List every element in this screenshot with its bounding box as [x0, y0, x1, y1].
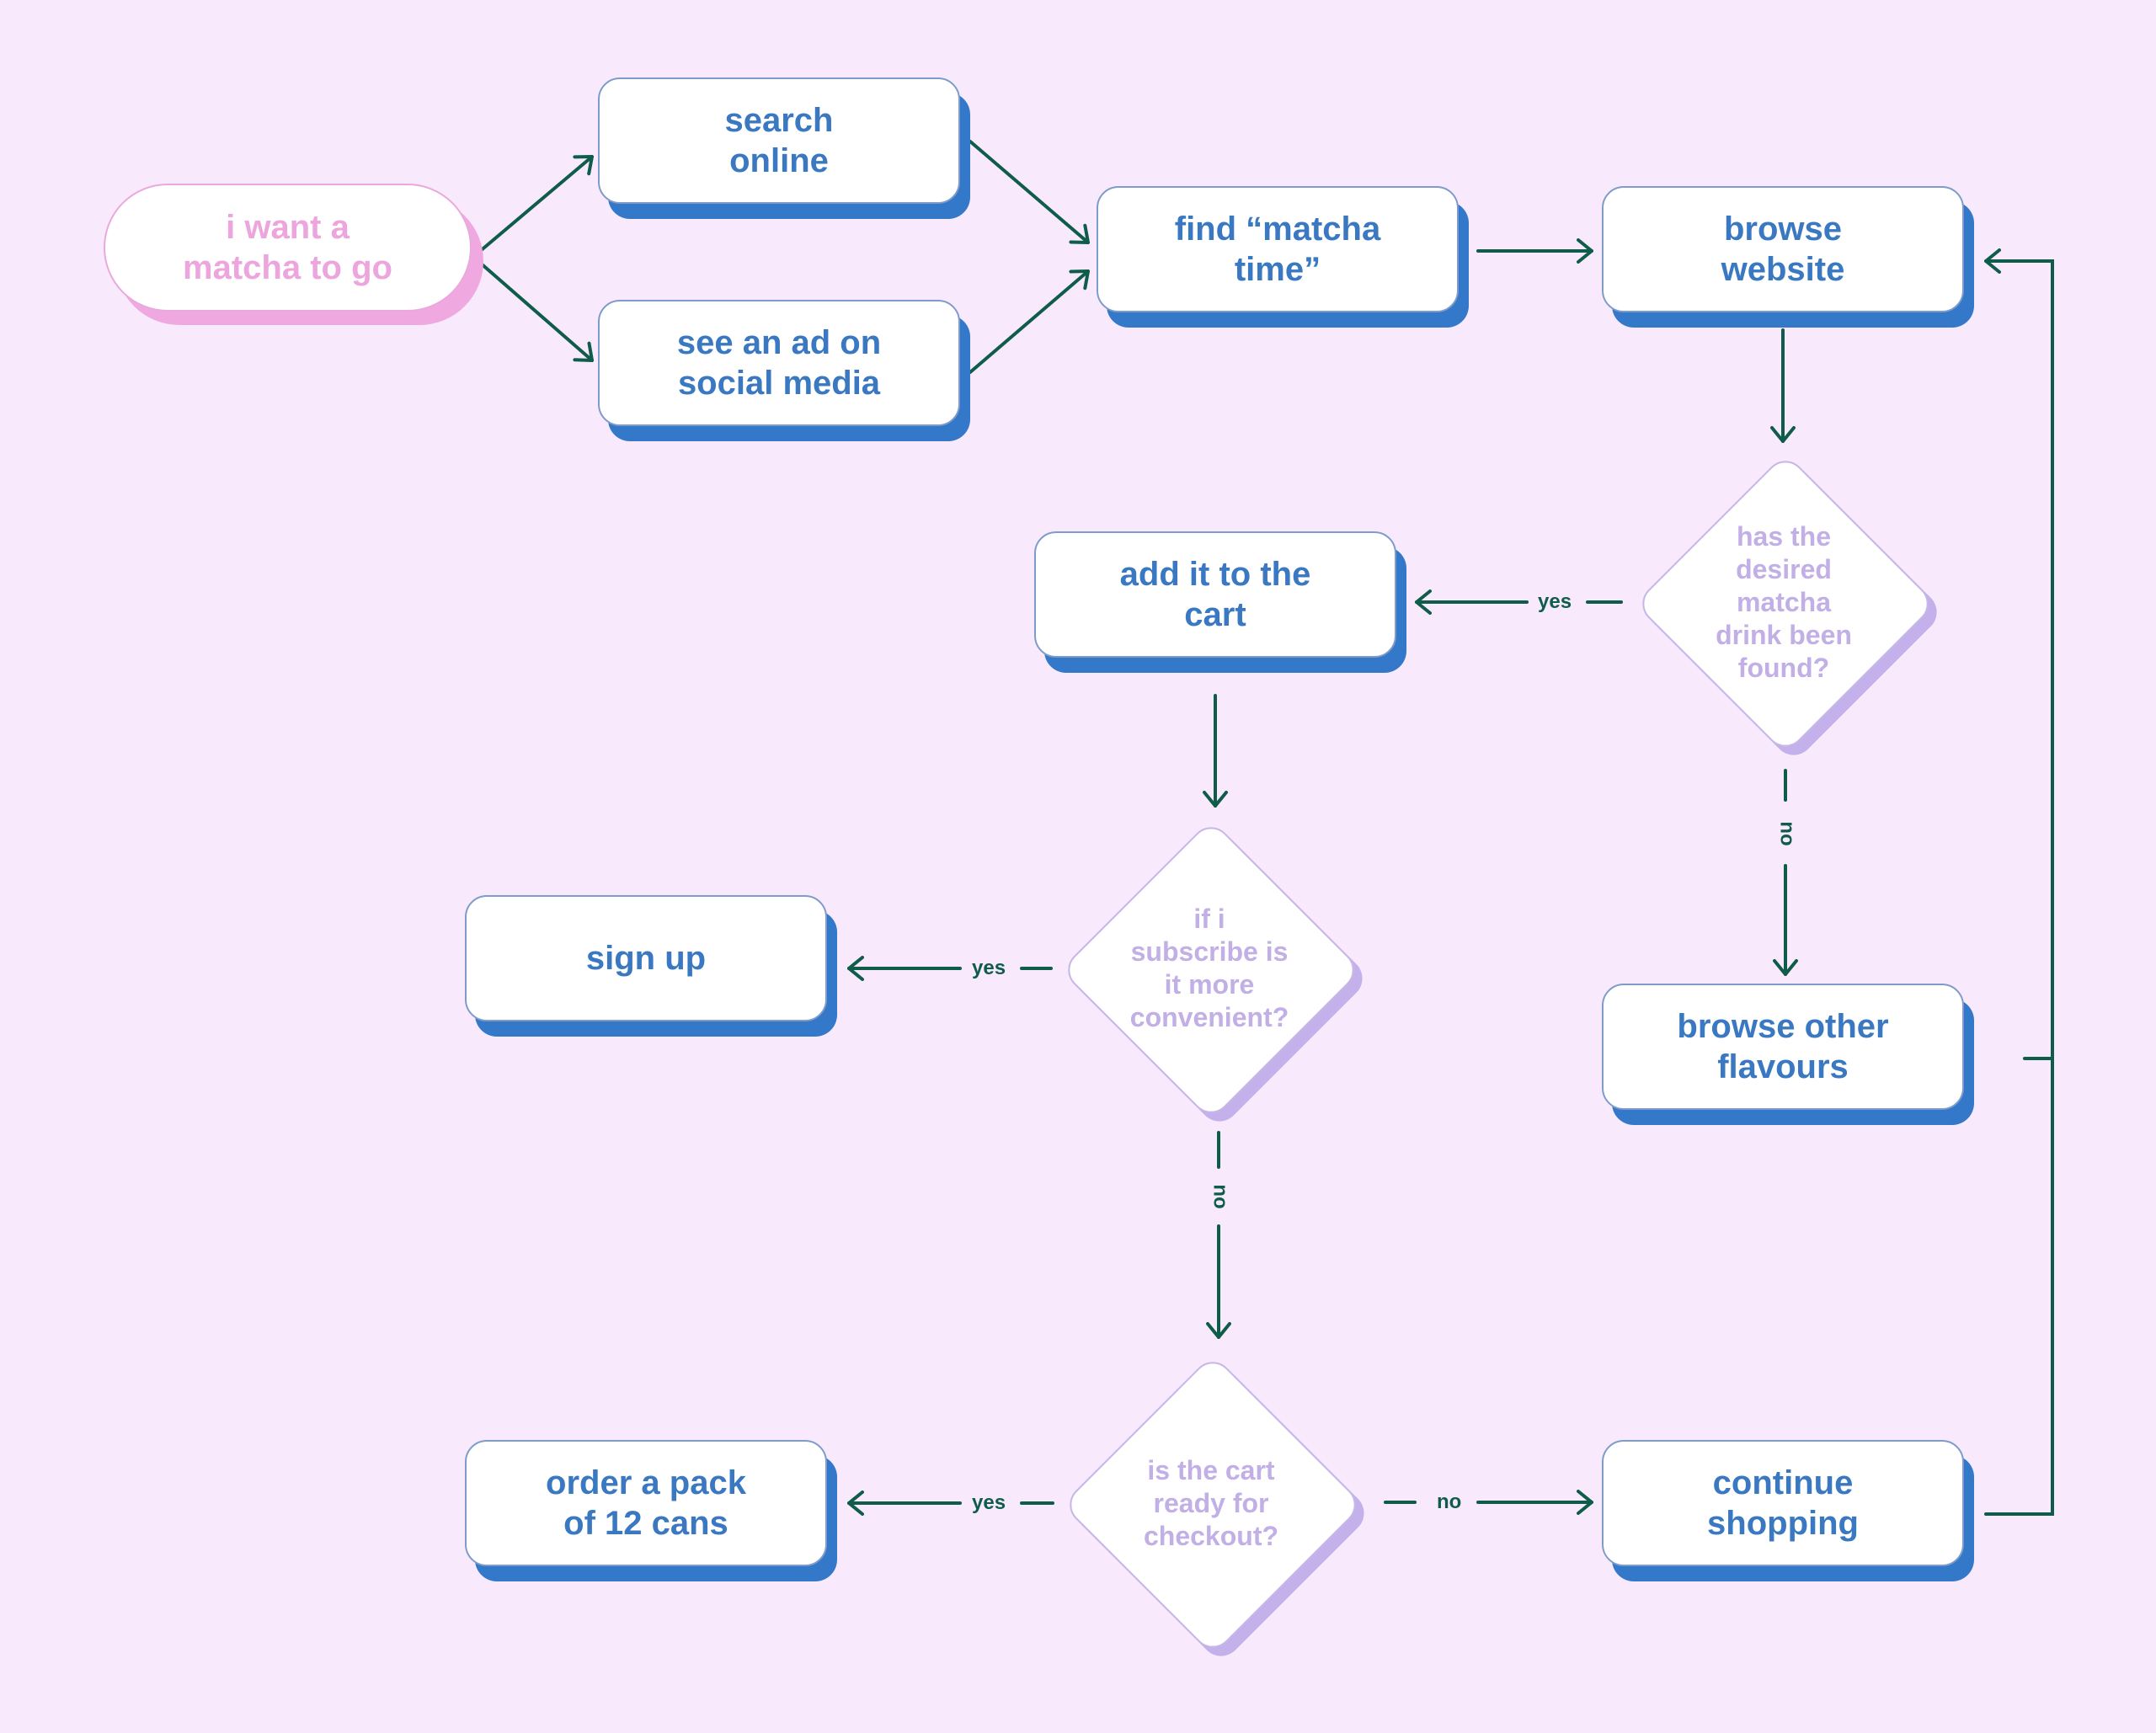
- search-online-node[interactable]: search online: [598, 77, 960, 204]
- see-ad-node[interactable]: see an ad on social media: [598, 300, 960, 426]
- sign-up-node[interactable]: sign up: [465, 895, 827, 1021]
- decision-subscribe-label: if i subscribe is it more convenient?: [1129, 904, 1289, 1032]
- edge-label-drink-found-no: no: [1776, 816, 1799, 851]
- browse-website-node[interactable]: browse website: [1602, 186, 1964, 312]
- start-node[interactable]: i want a matcha to go: [104, 184, 472, 312]
- continue-shopping-node[interactable]: continue shopping: [1602, 1440, 1964, 1566]
- browse-other-flavours-node[interactable]: browse other flavours: [1602, 984, 1964, 1110]
- decision-subscribe[interactable]: if i subscribe is it more convenient?: [1058, 817, 1363, 1122]
- edge-start-to-ad: [472, 255, 594, 362]
- start-node-label: i want a matcha to go: [183, 209, 392, 286]
- decision-cart-ready[interactable]: is the cart ready for checkout?: [1059, 1352, 1364, 1656]
- edge-label-cart-ready-no: no: [1432, 1492, 1467, 1512]
- see-ad-label: see an ad on social media: [676, 324, 882, 402]
- edge-label-drink-found-yes: yes: [1533, 592, 1577, 612]
- order-pack-node[interactable]: order a pack of 12 cans: [465, 1440, 827, 1566]
- edge-continue-loop-back: [1984, 248, 2054, 1516]
- add-to-cart-label: add it to the cart: [1119, 556, 1311, 633]
- decision-drink-found[interactable]: has the desired matcha drink been found?: [1632, 451, 1937, 755]
- add-to-cart-node[interactable]: add it to the cart: [1034, 531, 1396, 658]
- browse-website-label: browse website: [1721, 211, 1845, 288]
- decision-cart-ready-label: is the cart ready for checkout?: [1143, 1454, 1279, 1551]
- continue-shopping-label: continue shopping: [1707, 1464, 1859, 1542]
- find-matcha-time-label: find “matcha time”: [1174, 211, 1381, 288]
- edge-label-subscribe-no: no: [1209, 1179, 1232, 1214]
- edge-ad-to-find: [969, 269, 1090, 374]
- edge-start-to-search: [472, 155, 594, 259]
- decision-drink-found-label: has the desired matcha drink been found?: [1716, 520, 1852, 683]
- edge-label-subscribe-yes: yes: [967, 958, 1011, 978]
- find-matcha-time-node[interactable]: find “matcha time”: [1097, 186, 1459, 312]
- edge-label-cart-ready-yes: yes: [967, 1493, 1011, 1513]
- sign-up-label: sign up: [585, 940, 707, 977]
- edge-search-to-find: [969, 140, 1090, 244]
- search-online-label: search online: [724, 102, 834, 179]
- browse-other-flavours-label: browse other flavours: [1677, 1008, 1889, 1085]
- order-pack-label: order a pack of 12 cans: [546, 1464, 746, 1542]
